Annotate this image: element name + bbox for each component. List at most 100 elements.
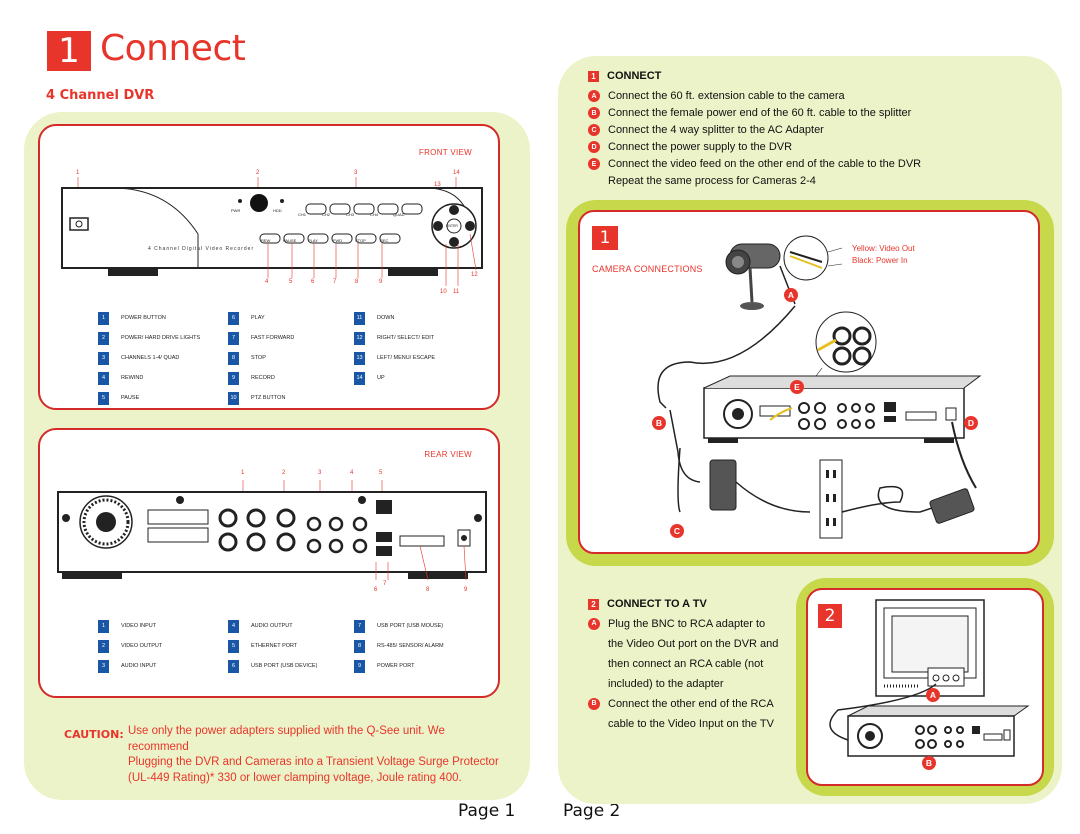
tv-wiring-diagram [829,599,1030,757]
letter-marker: C [588,124,600,136]
callout: 3 [354,170,358,176]
legend-number: 5 [228,639,239,653]
marker-c: C [670,524,684,538]
panel-number-box: 2 [818,604,842,628]
letter-marker: B [588,698,600,710]
legend-number: 1 [98,311,109,325]
legend-number: 10 [228,391,239,405]
cable-yellow-label: Yellow: Video Out [852,244,915,253]
channel-label: CH2 [322,212,331,217]
button-label: REC [380,238,389,243]
legend-number: 14 [354,371,365,385]
legend-label: RS-485/ SENSOR/ ALARM [377,643,444,649]
camera-connections-title: CAMERA CONNECTIONS [592,264,703,274]
letter-marker: E [588,158,600,170]
marker-b: B [652,416,666,430]
legend-label: POWER PORT [377,663,415,669]
callout: 14 [453,170,460,176]
legend-item: 7 FAST FORWARD [228,328,348,348]
legend-item: 8 RS-485/ SENSOR/ ALARM [354,636,484,656]
legend-label: PLAY [251,315,265,321]
callout: 2 [282,470,286,476]
marker-d: D [964,416,978,430]
step2-text: Connect the other end of the RCA cable t… [608,694,774,734]
repeat-note: Repeat the same process for Cameras 2-4 [588,173,1048,190]
legend-number: 2 [98,331,109,345]
dvr-rear-drawing [57,480,487,581]
legend-number: 7 [228,331,239,345]
legend-item: 9 POWER PORT [354,656,484,676]
legend-number: 3 [98,351,109,365]
page-2-label: Page 2 [563,801,621,821]
step2-line: included) to the adapter [608,678,724,690]
front-view-panel: FRONT VIEW 1 2 3 13 14 [38,124,500,410]
callout: 13 [434,182,441,188]
step1-heading: 1 CONNECT [588,70,1048,82]
letter-marker: A [588,90,600,102]
panel-number: 2 [824,606,836,626]
caution-label: CAUTION: [64,728,124,741]
repeat-note-text: Repeat the same process for Cameras 2-4 [608,175,816,187]
cable-black-label: Black: Power In [852,256,908,265]
step2-title: CONNECT TO A TV [607,598,707,610]
rear-view-panel: REAR VIEW 1 2 3 4 5 [38,428,500,698]
legend-number: 5 [98,391,109,405]
callout: 10 [440,289,447,295]
step1-title: CONNECT [607,70,662,82]
tv-connection-panel: 2 A B [806,588,1044,786]
button-label: STOP [355,238,366,243]
button-label: REW [261,238,271,243]
letter-marker: D [588,141,600,153]
marker-a: A [926,688,940,702]
letter-marker: B [588,107,600,119]
legend-label: VIDEO OUTPUT [121,643,163,649]
callout: 7 [383,581,387,587]
legend-label: AUDIO OUTPUT [251,623,293,629]
legend-label: ETHERNET PORT [251,643,298,649]
button-label: PLAY [308,238,318,243]
legend-number: 8 [354,639,365,653]
legend-label: FAST FORWARD [251,335,295,341]
legend-number: 9 [228,371,239,385]
marker-e: E [790,380,804,394]
legend-label: LEFT/ MENU/ ESCAPE [377,355,436,361]
step2-line: the Video Out port on the DVR and [608,638,779,650]
panel-number-box: 1 [592,226,618,250]
caution-text: Use only the power adapters supplied wit… [128,724,508,786]
legend-number: 3 [98,659,109,673]
callout: 8 [355,279,359,285]
step2-heading: 2 CONNECT TO A TV [588,598,798,610]
legend-label: USB PORT (USB DEVICE) [251,663,318,669]
legend-item: 8 STOP [228,348,348,368]
legend-label: POWER/ HARD DRIVE LIGHTS [121,335,201,341]
step2-item: B Connect the other end of the RCA cable… [588,694,798,734]
legend-label: STOP [251,355,266,361]
callout: 12 [471,272,478,278]
step2-item: A Plug the BNC to RCA adapter to the Vid… [588,614,798,694]
legend-number: 4 [228,619,239,633]
callout: 1 [241,470,245,476]
channel-label: QUAD [393,212,405,217]
legend-number: 9 [354,659,365,673]
legend-number: 7 [354,619,365,633]
legend-number: 8 [228,351,239,365]
legend-number: 6 [228,311,239,325]
caution-line: Plugging the DVR and Cameras into a Tran… [128,756,499,768]
legend-label: UP [377,375,385,381]
callout: 1 [76,170,80,176]
led-label-pwr: PWR [231,208,241,213]
